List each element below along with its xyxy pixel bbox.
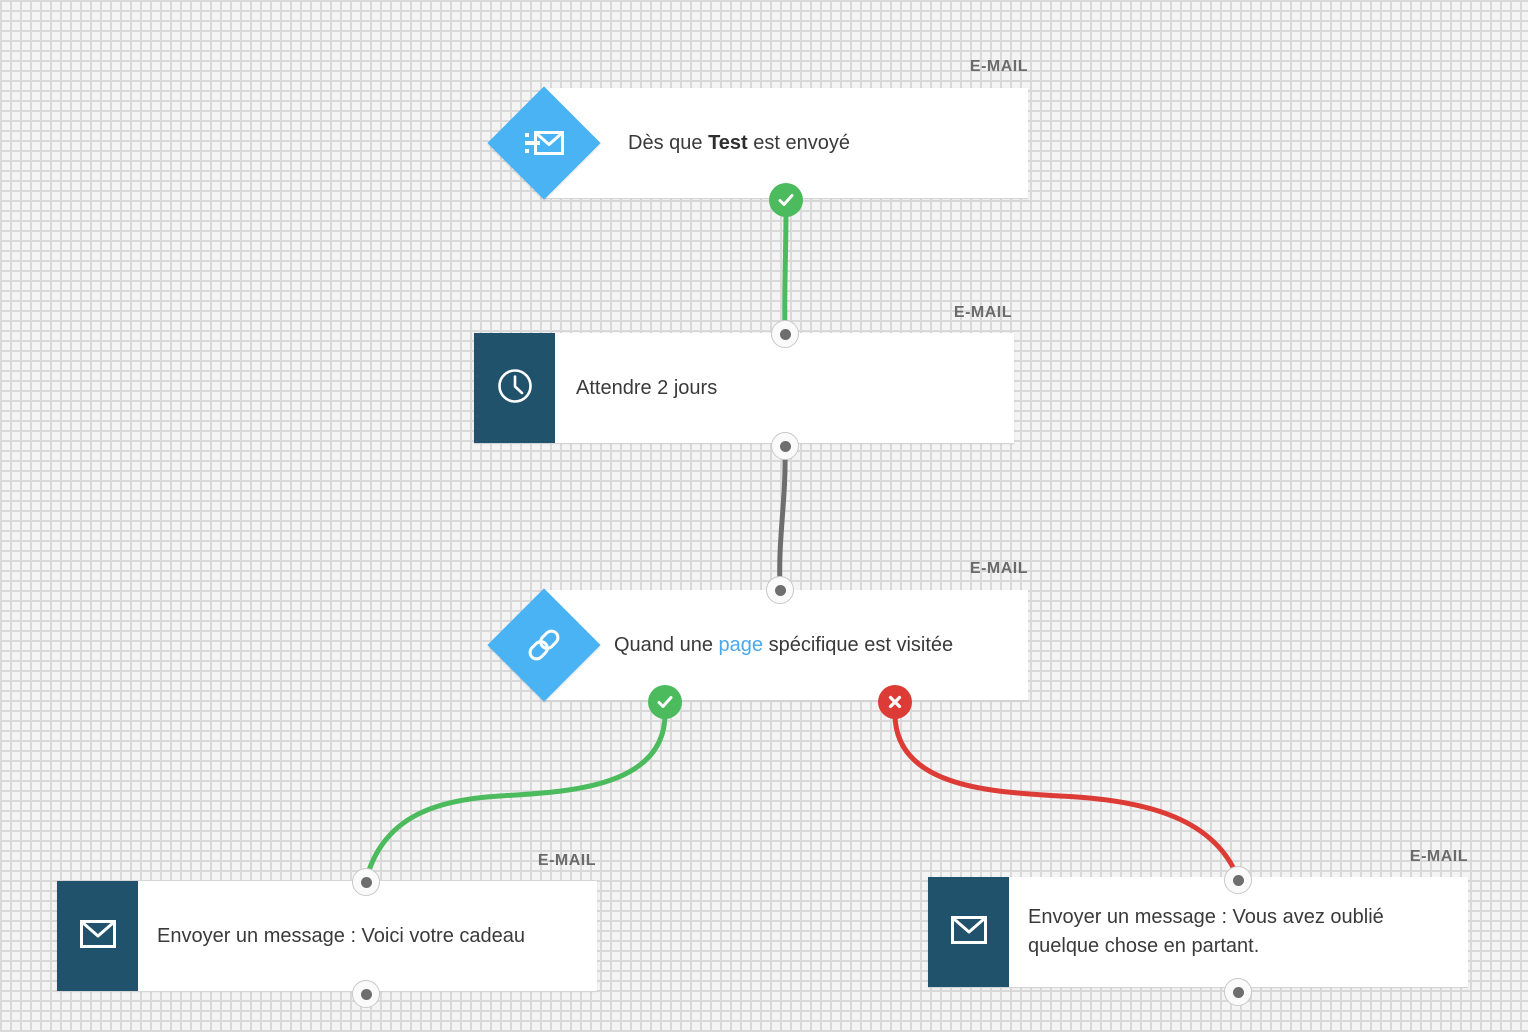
node-channel-label: E-MAIL (969, 560, 1028, 577)
send-mail-icon (504, 103, 584, 183)
node-input-port[interactable] (352, 868, 380, 896)
clock-icon (496, 367, 534, 410)
node-title-bold: Test (708, 131, 748, 154)
edge-page-no-to-abandon[interactable] (892, 711, 1241, 881)
edge-badge-success[interactable] (769, 183, 803, 217)
node-card[interactable]: Dès que Test est envoyé (544, 88, 1028, 198)
node-input-port[interactable] (766, 576, 794, 604)
node-channel-label: E-MAIL (537, 852, 596, 869)
envelope-icon (950, 915, 988, 950)
node-input-port[interactable] (1224, 866, 1252, 894)
node-output-port[interactable] (1224, 978, 1252, 1006)
edge-trigger-to-wait[interactable] (782, 203, 789, 335)
node-title: Attendre 2 jours (576, 376, 718, 399)
node-icon-shape[interactable] (474, 333, 555, 443)
node-icon-shape[interactable] (487, 86, 601, 200)
node-icon-shape[interactable] (487, 588, 601, 702)
node-channel-label: E-MAIL (969, 58, 1028, 75)
node-card[interactable]: Quand une page spécifique est visitée (544, 590, 1028, 700)
node-card[interactable]: Attendre 2 jours (474, 333, 1014, 443)
node-title-link[interactable]: page (718, 633, 764, 656)
edge-wait-to-page[interactable] (777, 449, 788, 589)
edge-badge-success[interactable] (648, 685, 682, 719)
edge-page-yes-to-gift[interactable] (363, 711, 668, 883)
node-title: Quand une page spécifique est visitée (614, 631, 953, 660)
node-title-suffix: spécifique est visitée (763, 633, 954, 656)
node-title-prefix: Quand une (614, 633, 719, 656)
node-channel-label: E-MAIL (1409, 848, 1468, 865)
node-output-port[interactable] (771, 432, 799, 460)
node-card[interactable]: Envoyer un message : Voici votre cadeau (57, 881, 597, 991)
node-title-prefix: Dès que (628, 131, 709, 154)
envelope-icon (79, 919, 117, 954)
node-title: Envoyer un message : Voici votre cadeau (157, 924, 525, 947)
node-title: Dès que Test est envoyé (628, 129, 850, 158)
node-title-suffix: est envoyé (747, 131, 850, 154)
node-icon-shape[interactable] (57, 881, 138, 991)
node-icon-shape[interactable] (928, 877, 1009, 987)
edge-badge-failure[interactable] (878, 685, 912, 719)
node-card[interactable]: Envoyer un message : Vous avez oublié qu… (928, 877, 1468, 987)
node-input-port[interactable] (771, 320, 799, 348)
node-channel-label: E-MAIL (953, 304, 1012, 321)
node-title-line1: Envoyer un message : Vous avez oublié (1028, 906, 1384, 928)
link-icon (504, 605, 584, 685)
node-title-line2: quelque chose en partant. (1028, 935, 1260, 957)
node-title: Envoyer un message : Vous avez oublié qu… (1028, 903, 1384, 961)
node-output-port[interactable] (352, 980, 380, 1008)
